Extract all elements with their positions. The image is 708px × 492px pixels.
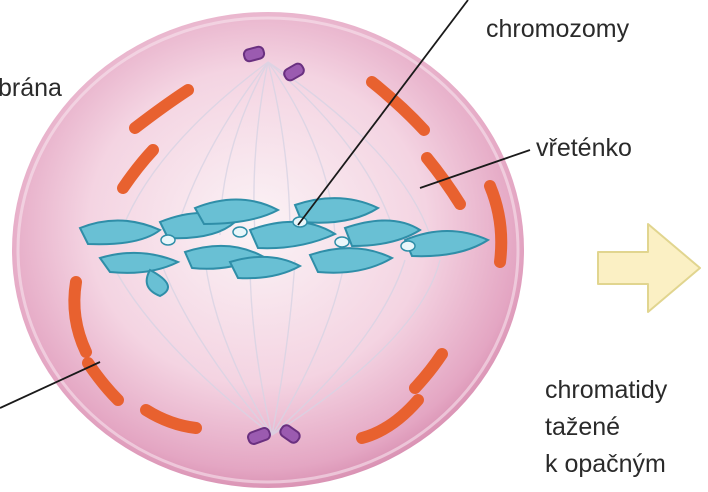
label-chromatids-line-3: k opačným bbox=[545, 450, 666, 479]
label-chromosomes: chromozomy bbox=[486, 15, 629, 44]
next-step-arrow-icon bbox=[598, 224, 700, 312]
label-spindle: vřeténko bbox=[536, 134, 632, 163]
label-chromatids-line-1: chromatidy bbox=[545, 376, 667, 405]
label-membrane: brána bbox=[0, 74, 62, 103]
label-chromatids-line-2: tažené bbox=[545, 413, 620, 442]
